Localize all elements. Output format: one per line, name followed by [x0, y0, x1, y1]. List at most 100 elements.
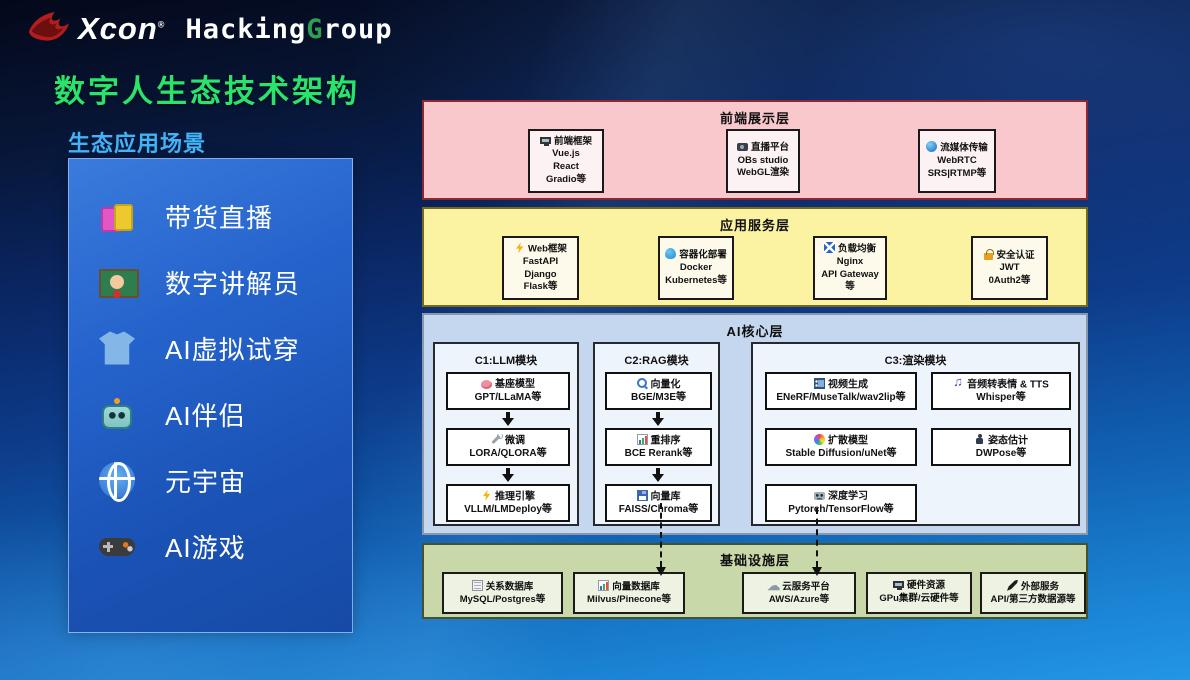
bar-chart-icon: [636, 433, 648, 445]
sidebar-item-ai-companion: AI伴侣: [99, 394, 246, 434]
module-c1-llm: C1:LLM模块 基座模型 GPT/LLaMA等 微调 LORA/QLORA等 …: [433, 342, 579, 526]
box-line: Nginx: [836, 256, 864, 268]
hardware-monitor-icon: [892, 581, 904, 591]
box-subtitle: LORA/QLORA等: [469, 448, 547, 460]
box-line: JWT: [999, 262, 1020, 274]
box-title: 深度学习: [828, 491, 868, 502]
box-line: FastAPI: [522, 256, 559, 268]
box-subtitle: API/第三方数据源等: [990, 593, 1076, 605]
box-title: 扩散模型: [828, 435, 868, 447]
box-subtitle: ENeRF/MuseTalk/wav2lip等: [776, 392, 906, 404]
box-title: 微调: [505, 435, 525, 447]
box-title: 云服务平台: [782, 581, 830, 593]
box-title: 姿态估计: [988, 435, 1028, 447]
box-line: 0Auth2等: [988, 274, 1031, 286]
layer-title: AI核心层: [726, 324, 784, 339]
film-icon: [814, 377, 825, 389]
box-title: 重排序: [650, 435, 681, 447]
brain-icon: [481, 379, 492, 389]
box-title: 视频生成: [828, 379, 868, 391]
box-title: Web框架: [528, 243, 567, 255]
box-fine-tuning: 微调 LORA/QLORA等: [446, 428, 570, 466]
sidebar-item-metaverse: 元宇宙: [99, 460, 247, 502]
box-subtitle: DWPose等: [975, 448, 1027, 460]
xcon-mask-icon: [28, 11, 70, 41]
sidebar-item-label: 数字讲解员: [165, 268, 301, 299]
box-title: 外部服务: [1020, 581, 1059, 593]
box-video-generation: 视频生成 ENeRF/MuseTalk/wav2lip等: [765, 372, 917, 410]
connector-deep-learning-to-cloud: [812, 508, 822, 576]
sidebar-item-digital-presenter: 数字讲解员: [99, 262, 300, 302]
box-line: Django: [524, 268, 557, 280]
table-card-icon: [471, 579, 483, 591]
module-c2-rag: C2:RAG模块 向量化 BGE/M3E等 重排序 BCE Rerank等 向量…: [593, 342, 720, 526]
layer-frontend-display: 前端展示层 前端框架 Vue.js React Gradio等 直播平台 OBs…: [422, 100, 1088, 200]
box-vector-db: 向量数据库 Milvus/Pinecone等: [573, 572, 685, 614]
video-camera-icon: [736, 143, 748, 152]
page-title: 数字人生态技术架构: [54, 74, 360, 109]
box-subtitle: AWS/Azure等: [768, 593, 830, 605]
box-title: 推理引擎: [495, 491, 535, 503]
down-arrow-icon: [652, 412, 664, 426]
layer-ai-core: AI核心层 C1:LLM模块 基座模型 GPT/LLaMA等 微调 LORA/Q…: [422, 313, 1088, 535]
disk-icon: [636, 489, 648, 501]
music-notes-icon: [953, 376, 964, 389]
registered-mark: ®: [157, 19, 166, 30]
xcon-wordmark: Xcon: [78, 11, 158, 46]
sidebar-heading: 生态应用场景: [68, 131, 207, 156]
docker-whale-icon: [665, 248, 677, 260]
box-title: 关系数据库: [485, 581, 534, 593]
shuffle-icon: [823, 242, 835, 254]
layer-title: 前端展示层: [719, 111, 790, 126]
sidebar-item-label: AI游戏: [165, 532, 246, 563]
shopping-bags-icon: [99, 198, 135, 234]
layer-infrastructure: 基础设施层 关系数据库 MySQL/Postgres等 向量数据库 Milvus…: [422, 543, 1088, 619]
pen-icon: [1006, 579, 1018, 591]
box-web-framework: Web框架 FastAPI Django Flask等: [502, 236, 579, 300]
box-subtitle: GPT/LLaMA等: [474, 392, 542, 403]
layer-title: 基础设施层: [719, 553, 790, 568]
layer-title: 应用服务层: [719, 218, 790, 233]
box-reranking: 重排序 BCE Rerank等: [605, 428, 712, 466]
box-subtitle: Pytorch/TensorFlow等: [788, 504, 894, 515]
box-line: SRS|RTMP等: [927, 168, 987, 180]
box-vectorization: 向量化 BGE/M3E等: [605, 372, 712, 410]
sidebar-item-label: AI伴侣: [165, 400, 246, 431]
box-title: 负载均衡: [837, 243, 876, 255]
robot-face-icon: [814, 492, 825, 500]
box-line: Kubernetes等: [665, 275, 727, 287]
sidebar-item-label: 元宇宙: [165, 466, 247, 497]
box-subtitle: Milvus/Pinecone等: [587, 593, 671, 605]
monitor-icon: [539, 136, 551, 146]
box-line: WebRTC: [937, 155, 977, 167]
box-title: 安全认证: [996, 249, 1035, 261]
sidebar-panel: 带货直播 数字讲解员 AI虚拟试穿 AI伴侣 元宇宙 AI游戏: [68, 158, 353, 633]
box-line: React: [553, 161, 579, 172]
box-title: 向量数据库: [612, 581, 660, 593]
connector-vector-store-to-vector-db: [656, 503, 666, 576]
box-live-platform: 直播平台 OBs studio WebGL渲染: [726, 129, 800, 193]
box-line: Flask等: [523, 281, 558, 293]
xcon-logo-text: Xcon®: [78, 11, 165, 47]
box-title: 直播平台: [750, 142, 789, 154]
box-diffusion-model: 扩散模型 Stable Diffusion/uNet等: [765, 428, 917, 466]
box-subtitle: MySQL/Postgres等: [459, 593, 546, 605]
hackinggroup-logo-text: HackingGroup: [185, 14, 392, 45]
lightning-icon: [516, 242, 524, 254]
lock-icon: [984, 248, 994, 260]
box-title: 向量化: [650, 379, 681, 391]
box-subtitle: Whisper等: [976, 392, 1026, 404]
box-subtitle: FAISS/Chroma等: [618, 504, 699, 516]
box-pose-estimation: 姿态估计 DWPose等: [931, 428, 1071, 466]
box-title: 基座模型: [495, 379, 535, 390]
globe-icon: [99, 462, 135, 502]
module-title: C3:渲染模块: [884, 355, 947, 367]
sidebar-item-label: AI虚拟试穿: [165, 334, 300, 365]
box-cloud-platform: 云服务平台 AWS/Azure等: [742, 572, 856, 614]
gamepad-icon: [99, 528, 135, 564]
sidebar-item-label: 带货直播: [165, 202, 274, 233]
box-line: WebGL渲染: [736, 167, 790, 179]
palette-icon: [814, 433, 825, 445]
box-streaming: 流媒体传输 WebRTC SRS|RTMP等: [918, 129, 996, 193]
box-line: Vue.js: [552, 148, 580, 160]
